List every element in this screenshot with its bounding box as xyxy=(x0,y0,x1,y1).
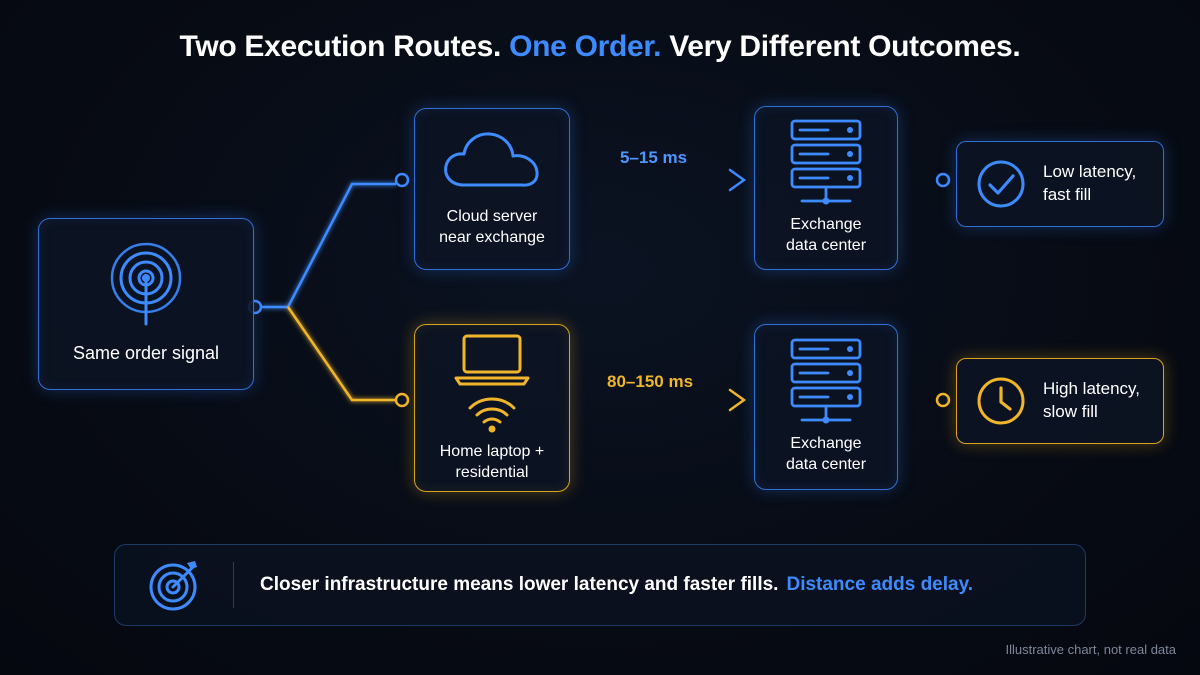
connector-dot-outcome-bottom xyxy=(935,392,951,408)
cloud-server-label: Cloud server near exchange xyxy=(439,208,545,246)
check-circle-icon xyxy=(977,160,1025,208)
title-part-2: One Order. xyxy=(509,30,662,63)
outcome-low-latency: Low latency, fast fill xyxy=(956,141,1164,227)
broadcast-signal-icon xyxy=(110,243,182,326)
home-laptop-node: Home laptop + residential xyxy=(414,324,570,492)
source-node-label: Same order signal xyxy=(72,343,220,364)
home-laptop-label: Home laptop + residential xyxy=(439,443,545,481)
diagram-title: Two Execution Routes. One Order. Very Di… xyxy=(0,30,1200,64)
summary-text: Closer infrastructure means lower latenc… xyxy=(260,574,973,596)
source-node: Same order signal xyxy=(38,218,254,390)
latency-label-home: 80–150 ms xyxy=(607,372,694,391)
title-part-1: Two Execution Routes. xyxy=(179,30,502,63)
summary-text-highlight: Distance adds delay. xyxy=(786,574,974,595)
connector-home-branch xyxy=(286,306,396,402)
clock-icon xyxy=(977,377,1025,425)
arrow-head-cloud xyxy=(728,168,747,192)
server-rack-icon xyxy=(790,119,862,205)
exchange-node-top: Exchange data center xyxy=(754,106,898,270)
cloud-server-node: Cloud server near exchange xyxy=(414,108,570,270)
exchange-label-bottom: Exchange data center xyxy=(785,435,867,473)
outcome-low-latency-label: Low latency, fast fill xyxy=(1043,162,1137,204)
connector-dot-cloud-in xyxy=(394,172,410,188)
banner-divider xyxy=(233,562,234,608)
arrow-head-home xyxy=(728,388,747,412)
laptop-wifi-icon xyxy=(454,334,530,433)
outcome-high-latency: High latency, slow fill xyxy=(956,358,1164,444)
summary-banner: Closer infrastructure means lower latenc… xyxy=(114,544,1086,626)
cloud-icon xyxy=(444,132,539,187)
latency-label-cloud: 5–15 ms xyxy=(620,148,688,167)
title-part-3: Very Different Outcomes. xyxy=(669,30,1021,63)
outcome-high-latency-label: High latency, slow fill xyxy=(1043,379,1141,421)
connector-dot-home-in xyxy=(394,392,410,408)
footnote: Illustrative chart, not real data xyxy=(1005,642,1176,657)
target-icon xyxy=(149,561,197,611)
connector-cloud-branch xyxy=(262,182,396,309)
connector-dot-outcome-top xyxy=(935,172,951,188)
exchange-label-top: Exchange data center xyxy=(785,216,867,254)
server-rack-icon xyxy=(790,338,862,424)
summary-text-main: Closer infrastructure means lower latenc… xyxy=(260,574,779,595)
exchange-node-bottom: Exchange data center xyxy=(754,324,898,490)
